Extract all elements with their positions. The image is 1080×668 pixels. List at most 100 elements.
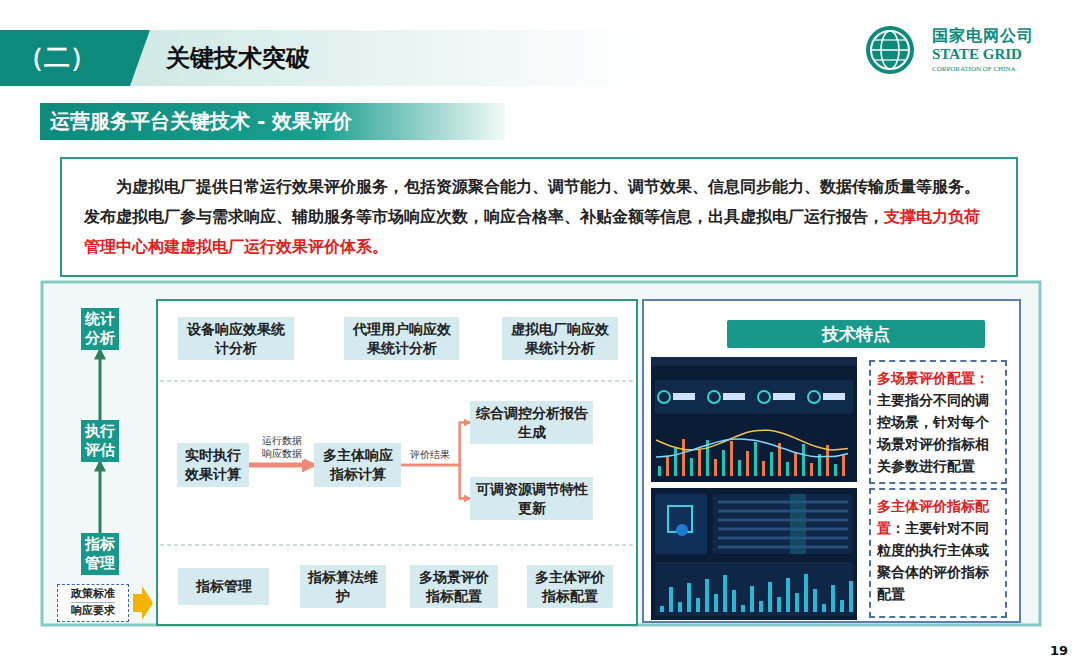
table-row bbox=[718, 546, 848, 549]
chart-bar bbox=[722, 450, 725, 476]
box-text-part: 主要指分不同的调控场景，针对每个场景对评价指标相关参数进行配置 bbox=[877, 392, 989, 474]
box-text: 多场景评价指标配置 bbox=[414, 568, 494, 606]
chart-bar bbox=[794, 453, 797, 476]
flow-arrow bbox=[401, 423, 470, 466]
flow-arrow bbox=[99, 462, 102, 533]
intro-box: 为虚拟电厂提供日常运行效果评价服务，包括资源聚合能力、调节能力、调节效果、信息同… bbox=[60, 157, 1018, 277]
input-arrow bbox=[133, 586, 153, 620]
stat-value-bar bbox=[773, 393, 795, 400]
logo-subtitle: CORPORATION OF CHINA bbox=[932, 65, 1016, 73]
feature-note: 多场景评价配置： 主要指分不同的调控场景，针对每个场景对评价指标相关参数进行配置 bbox=[869, 360, 1007, 484]
process-box: 指标管理 bbox=[178, 568, 269, 605]
process-box: 多主体响应指标计算 bbox=[314, 443, 401, 487]
box-text-part: ：主要针对不同粒度的执行主体或聚合体的评价指标配置 bbox=[877, 520, 989, 602]
box-text: 代理用户响应效果统计分析 bbox=[348, 320, 455, 358]
screenshot bbox=[651, 488, 857, 620]
chart-bar bbox=[849, 581, 853, 612]
chart-bar bbox=[658, 466, 661, 476]
box-text: 统计分析 bbox=[84, 310, 116, 348]
stage-box: 指标管理 bbox=[81, 533, 119, 575]
chart-bar bbox=[732, 590, 736, 612]
chart-bar bbox=[687, 583, 691, 612]
box-text: 指标管理 bbox=[84, 535, 116, 573]
table-row bbox=[718, 528, 848, 531]
process-box: 代理用户响应效果统计分析 bbox=[344, 317, 459, 361]
chart-bar bbox=[770, 452, 773, 476]
box-text: 多主体评价指标配置 bbox=[531, 568, 609, 606]
edge-label: 评价结果 bbox=[408, 449, 452, 462]
flow-arrow bbox=[99, 350, 102, 420]
stat-icon bbox=[758, 391, 770, 403]
chart-bar bbox=[660, 606, 664, 612]
chart-bar bbox=[696, 598, 700, 612]
chart-bar bbox=[786, 578, 790, 612]
logo-globe bbox=[866, 26, 914, 74]
chart-bar bbox=[714, 594, 718, 612]
box-text: 政策标准 bbox=[71, 586, 115, 603]
box-text: 执行评估 bbox=[84, 422, 116, 460]
chart-bar bbox=[690, 458, 693, 476]
page-title: 关键技术突破 bbox=[166, 42, 310, 74]
highlight-column bbox=[790, 494, 806, 554]
outer-panel bbox=[42, 282, 1040, 625]
header-tab bbox=[0, 30, 150, 86]
box-text-part: 响应要求 bbox=[71, 602, 115, 620]
page-number: 19 bbox=[1050, 643, 1068, 658]
chart-bar bbox=[777, 597, 781, 612]
chart-bar bbox=[738, 460, 741, 476]
chart-bar bbox=[804, 574, 808, 612]
chart-bar bbox=[678, 602, 682, 612]
feature-header: 技术特点 bbox=[727, 320, 985, 348]
box-text: 可调资源调节特性更新 bbox=[474, 480, 589, 518]
chart-bar bbox=[674, 448, 677, 476]
box-text: 多场景评价配置： bbox=[877, 370, 989, 386]
feature-panel bbox=[643, 300, 1020, 622]
edge-label: 运行数据 响应数据 bbox=[260, 435, 304, 460]
process-box: 指标算法维护 bbox=[300, 565, 386, 609]
chart-bar bbox=[741, 605, 745, 612]
chart-bar bbox=[754, 442, 757, 476]
chart-bar bbox=[723, 575, 727, 612]
stat-value-bar bbox=[723, 393, 745, 400]
chart-bar bbox=[759, 601, 763, 612]
chart-bar bbox=[802, 444, 805, 476]
stat-value-bar bbox=[673, 393, 695, 400]
box-text: 指标管理 bbox=[196, 577, 252, 596]
section-number: （二） bbox=[18, 40, 96, 75]
table-row bbox=[718, 501, 848, 504]
process-box: 设备响应效果统计分析 bbox=[178, 317, 294, 361]
stat-icon bbox=[658, 391, 670, 403]
process-box: 多场景评价指标配置 bbox=[410, 565, 498, 609]
input-box: 政策标准响应要求 bbox=[57, 584, 129, 622]
chart-bar bbox=[831, 585, 835, 612]
process-box: 虚拟电厂响应效果统计分析 bbox=[502, 317, 618, 361]
screenshot bbox=[651, 357, 857, 482]
stat-icon bbox=[708, 391, 720, 403]
chart-bar bbox=[786, 462, 789, 476]
box-text: 为虚拟电厂提供日常运行效果评价服务，包括资源聚合能力、调节能力、调节效果、信息同… bbox=[84, 177, 980, 226]
chart-bar bbox=[705, 579, 709, 612]
process-box: 可调资源调节特性更新 bbox=[470, 477, 593, 521]
stat-icon bbox=[808, 391, 820, 403]
chart-bar bbox=[666, 457, 669, 476]
box-text: 虚拟电厂响应效果统计分析 bbox=[506, 320, 614, 358]
row-divider bbox=[160, 545, 634, 546]
chart-line bbox=[656, 439, 848, 457]
process-box: 实时执行效果计算 bbox=[177, 443, 249, 487]
chart-bar bbox=[840, 600, 844, 612]
chart-bar bbox=[669, 587, 673, 612]
stat-value-bar bbox=[823, 393, 845, 400]
chart-bar bbox=[730, 441, 733, 476]
chart-bar bbox=[810, 463, 813, 476]
flow-arrow bbox=[401, 465, 470, 499]
box-text: 设备响应效果统计分析 bbox=[182, 320, 290, 358]
table-row bbox=[718, 519, 848, 522]
process-box: 综合调控分析报告生成 bbox=[470, 401, 593, 445]
box-text: 多主体响应指标计算 bbox=[318, 446, 397, 484]
process-box: 多主体评价指标配置 bbox=[527, 565, 613, 609]
header-bar bbox=[130, 30, 640, 86]
row-divider bbox=[160, 381, 634, 382]
box-text: 指标算法维护 bbox=[304, 568, 382, 606]
chart-bar bbox=[682, 439, 685, 476]
stage-box: 执行评估 bbox=[81, 420, 119, 462]
